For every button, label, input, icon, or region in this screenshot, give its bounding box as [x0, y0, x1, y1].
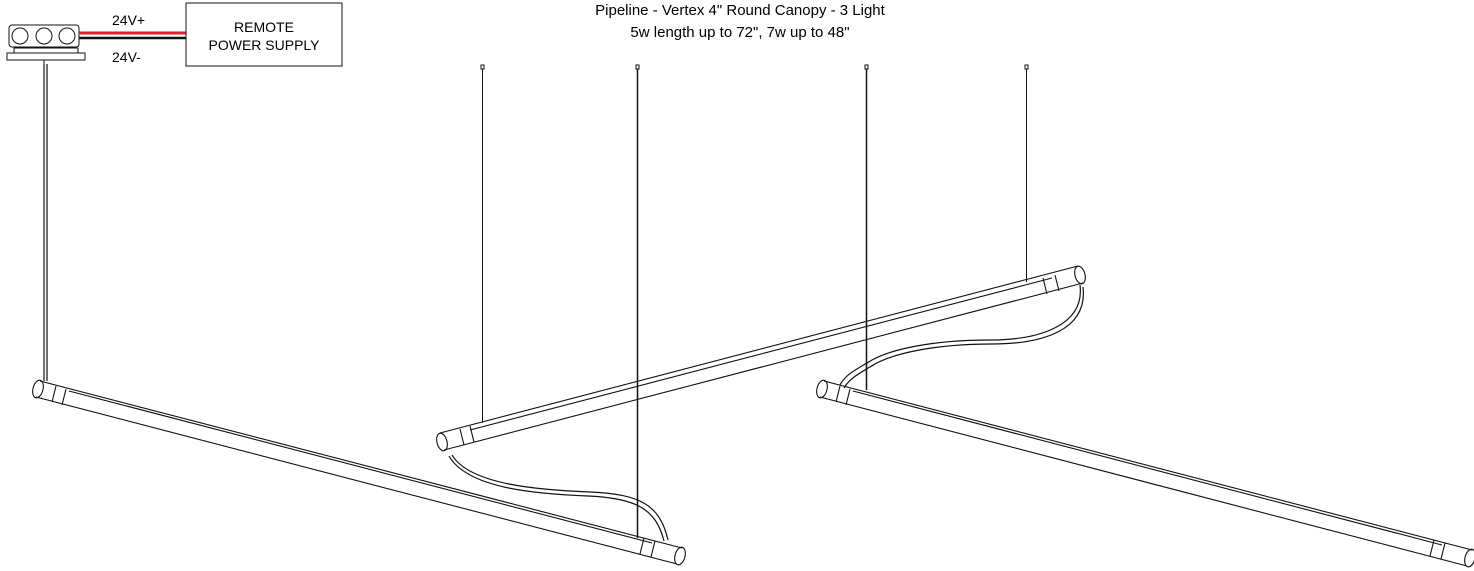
jumper-cable-2	[839, 284, 1084, 389]
ceiling-anchor-icon	[480, 64, 1029, 70]
remote-power-supply: REMOTE POWER SUPPLY	[185, 2, 343, 67]
diagram-title-line-2: 5w length up to 72", 7w up to 48"	[630, 24, 849, 41]
negative-voltage-label: 24V-	[112, 49, 141, 65]
power-supply-label-line-2: POWER SUPPLY	[209, 37, 321, 53]
pendant-fixture-1	[32, 379, 686, 566]
power-supply-label-line-1: REMOTE	[234, 19, 294, 35]
pendant-fixture-2	[436, 265, 1086, 452]
pendant-fixture-3	[816, 379, 1474, 568]
positive-voltage-label: 24V+	[112, 12, 145, 28]
jumper-cable-1	[448, 454, 669, 542]
feed-cable	[43, 64, 48, 381]
diagram-title-line-1: Pipeline - Vertex 4" Round Canopy - 3 Li…	[595, 2, 885, 19]
suspension-cables	[482, 69, 1027, 538]
junction-box-icon	[6, 24, 86, 64]
